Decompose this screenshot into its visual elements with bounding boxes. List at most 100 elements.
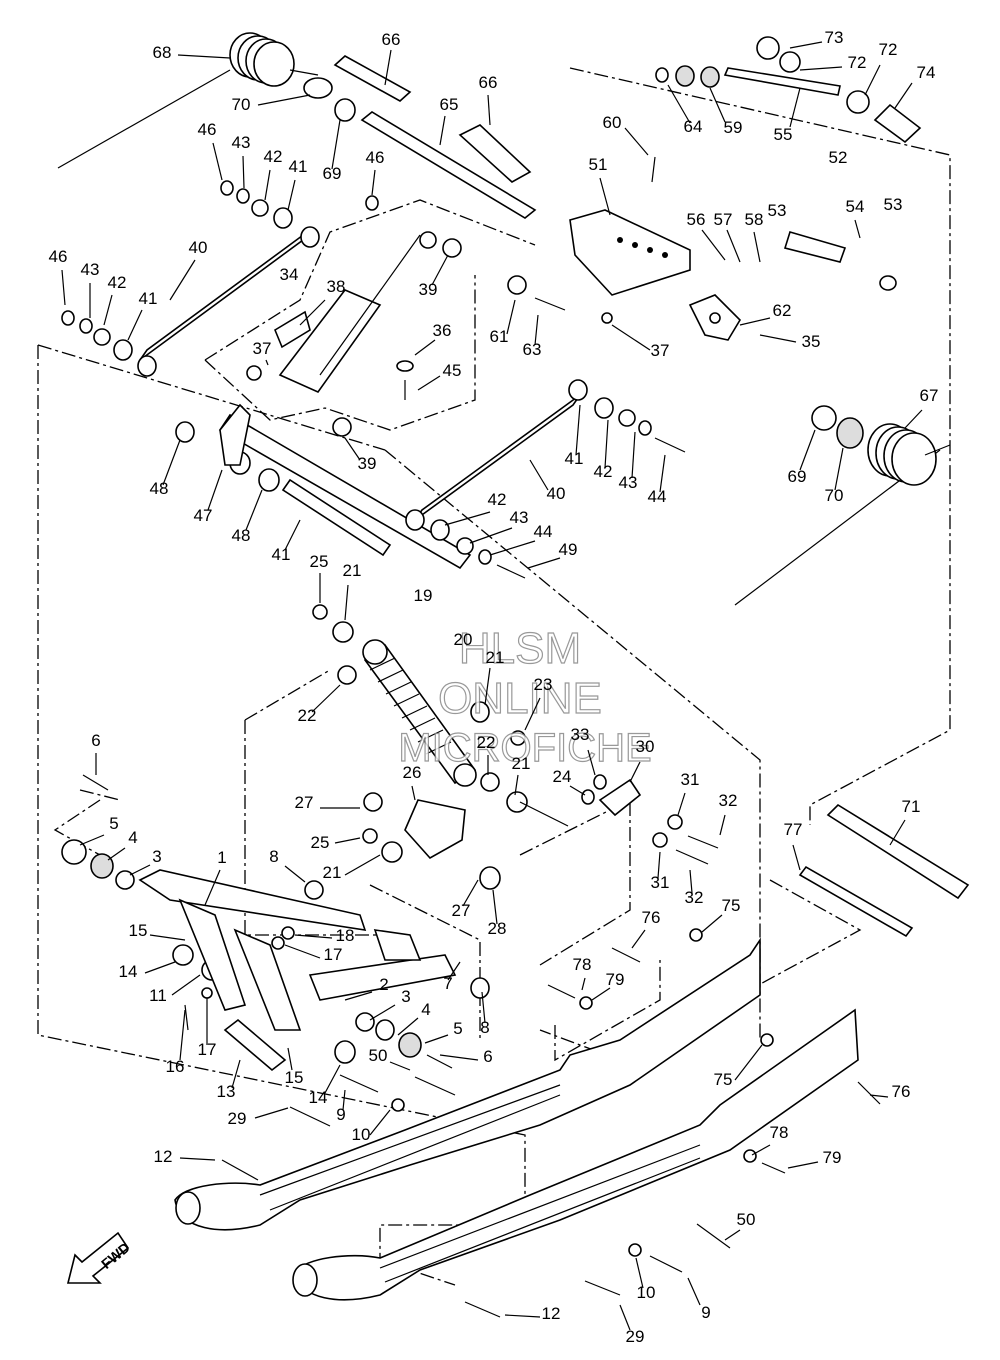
part-number-label: 70 [825, 486, 844, 505]
leader-line [624, 127, 649, 156]
part-number-label: 72 [879, 40, 898, 59]
leader-line [369, 1004, 396, 1021]
part-number-label: 60 [603, 113, 622, 132]
leader-line [331, 119, 341, 170]
leader-line [242, 155, 245, 189]
part-number-label: 75 [722, 896, 741, 915]
leader-line [834, 447, 844, 491]
part-number-label: 27 [295, 793, 314, 812]
leader-line [687, 1277, 701, 1306]
leader-line [659, 454, 666, 493]
watermark-line3: MICROFICHE [398, 726, 651, 770]
leader-line [701, 229, 726, 261]
leader-line [149, 934, 186, 941]
slide-rail-right [292, 1008, 859, 1301]
leader-line [506, 299, 516, 335]
rear-arm-1 [138, 869, 457, 1031]
part-number-label: 10 [352, 1125, 371, 1144]
part-number-label: 46 [49, 247, 68, 266]
leader-line [759, 334, 797, 343]
part-number-label: 20 [454, 630, 473, 649]
part-number-label: 66 [479, 73, 498, 92]
leader-line [724, 1229, 741, 1241]
leader-line [657, 851, 661, 879]
leader-line [177, 54, 231, 59]
leader-line [284, 944, 321, 959]
slide-rail-left [174, 937, 761, 1231]
part-number-label: 36 [433, 321, 452, 340]
leader-line [701, 914, 723, 933]
part-number-label: 21 [512, 754, 531, 773]
leader-line [524, 697, 541, 731]
part-number-label: 24 [553, 767, 572, 786]
part-number-label: 74 [917, 63, 936, 82]
part-number-label: 55 [774, 125, 793, 144]
part-number-label: 77 [784, 820, 803, 839]
leader-line [171, 974, 201, 996]
shafts [139, 55, 970, 1072]
leader-line [604, 419, 609, 469]
leader-line [179, 1009, 186, 1061]
part-number-label: 5 [453, 1019, 462, 1038]
part-number-label: 56 [687, 210, 706, 229]
part-number-label: 76 [892, 1082, 911, 1101]
part-number-label: 15 [285, 1068, 304, 1087]
leader-line [611, 324, 651, 351]
leader-line [677, 792, 686, 816]
part-number-label: 64 [684, 117, 703, 136]
part-number-label: 65 [440, 95, 459, 114]
part-number-label: 11 [149, 986, 167, 1005]
part-number-label: 25 [311, 833, 330, 852]
part-number-label: 34 [280, 265, 299, 284]
leader-line [854, 219, 861, 239]
leader-lines [61, 41, 923, 1331]
leader-line [635, 1257, 644, 1289]
part-number-label: 62 [773, 301, 792, 320]
part-number-label: 17 [198, 1040, 217, 1059]
leader-line [107, 847, 126, 861]
leader-line [894, 82, 913, 109]
part-number-label: 3 [152, 847, 161, 866]
part-number-label: 4 [421, 1000, 430, 1019]
part-number-label: 33 [571, 725, 590, 744]
leader-line [799, 429, 816, 471]
leader-line [481, 991, 486, 1024]
part-number-label: 40 [189, 238, 208, 257]
part-number-label: 78 [770, 1123, 789, 1142]
part-number-label: 44 [648, 487, 667, 506]
part-number-label: 75 [714, 1070, 733, 1089]
part-number-label: 66 [382, 30, 401, 49]
leader-line [439, 1054, 479, 1061]
leader-line [264, 169, 271, 201]
part-number-label: 69 [323, 164, 342, 183]
part-number-label: 78 [573, 955, 592, 974]
leader-line [484, 667, 491, 706]
part-number-label: 71 [902, 797, 921, 816]
leader-line [619, 1304, 631, 1331]
part-number-label: 22 [298, 706, 317, 725]
part-number-label: 43 [510, 508, 529, 527]
leader-line [431, 254, 449, 286]
part-number-label: 10 [637, 1283, 656, 1302]
part-number-label: 79 [606, 970, 625, 989]
leader-line [869, 1094, 889, 1098]
part-number-label: 47 [194, 506, 213, 525]
leader-line [527, 557, 561, 569]
part-number-label: 46 [198, 120, 217, 139]
part-number-label: 46 [366, 148, 385, 167]
leader-line [344, 437, 361, 461]
leader-line [417, 375, 441, 391]
leader-line [287, 179, 296, 211]
leader-line [667, 84, 691, 124]
part-number-label: 57 [714, 210, 733, 229]
part-number-label: 17 [324, 945, 343, 964]
part-number-label: 28 [488, 919, 507, 938]
leader-line [397, 1017, 419, 1036]
part-number-label: 43 [81, 260, 100, 279]
leader-line [439, 115, 446, 146]
part-number-label: 6 [91, 731, 100, 750]
part-number-label: 76 [642, 908, 661, 927]
leader-line [734, 1044, 763, 1081]
